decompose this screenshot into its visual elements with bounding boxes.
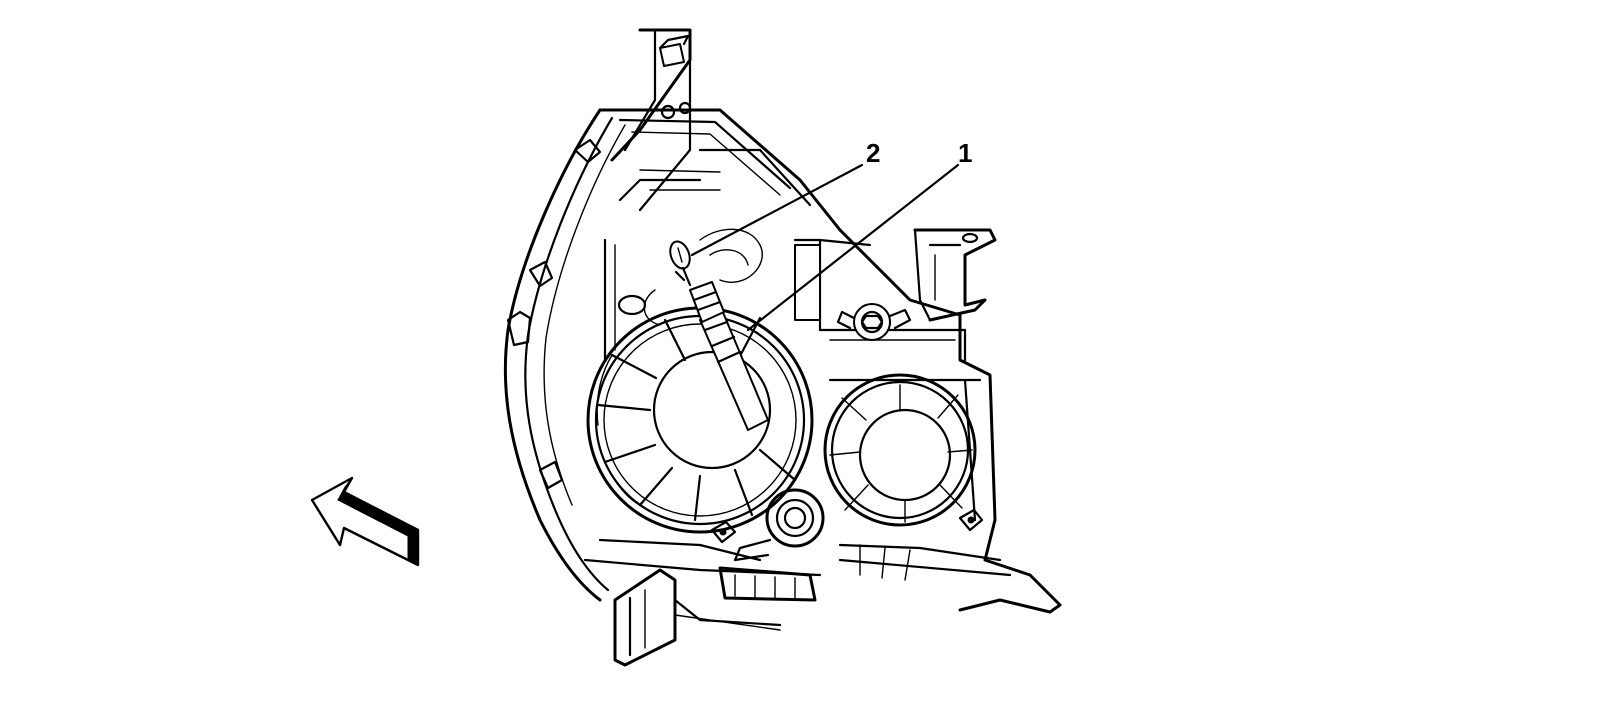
callout-1-leader [746, 163, 960, 332]
callout-label-1: 1 [958, 138, 972, 168]
high-beam-reflector [823, 373, 982, 527]
bulb [669, 240, 692, 287]
callout-label-2: 2 [866, 138, 880, 168]
adjuster-screw [836, 303, 912, 341]
lower-fastener-right [958, 508, 984, 532]
front-direction-arrow-icon [310, 476, 420, 567]
lower-harness [583, 508, 1012, 667]
lower-fastener-left [710, 520, 737, 544]
headlamp-housing [503, 28, 1062, 614]
callout-2-leader [690, 163, 864, 257]
low-beam-reflector-cap [586, 306, 814, 534]
bulb-socket [689, 281, 769, 431]
